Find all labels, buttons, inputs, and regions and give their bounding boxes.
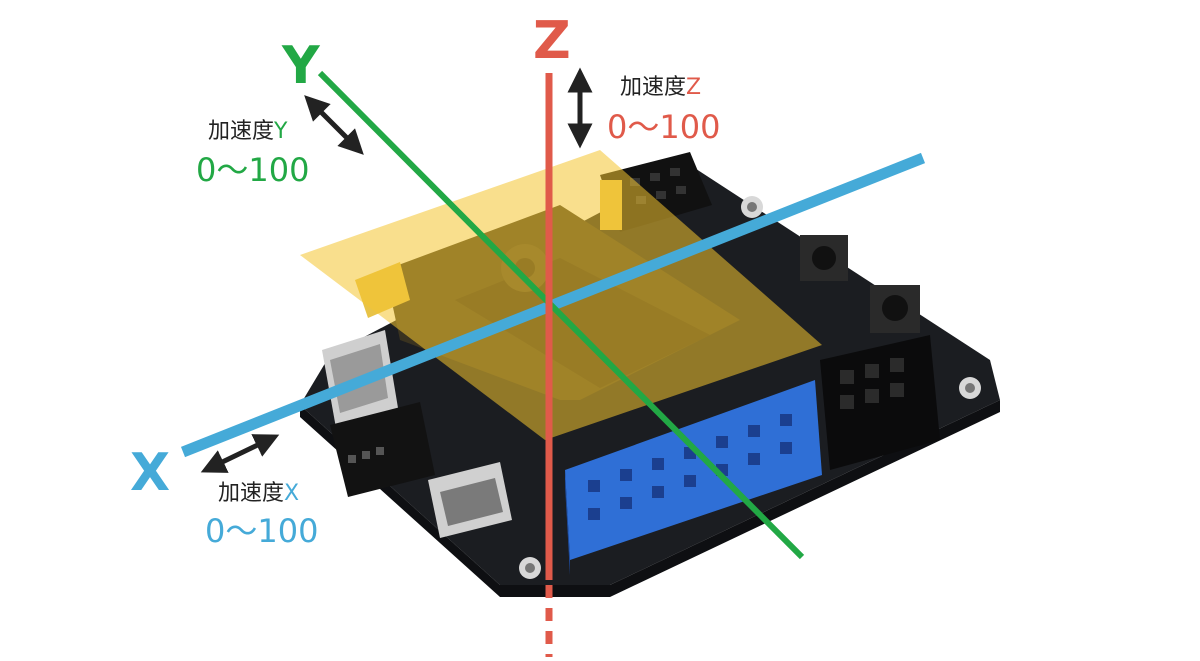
z-accel-label-axis: Z <box>686 75 702 100</box>
x-axis-letter: X <box>130 443 171 503</box>
push-button-icon <box>812 246 836 270</box>
x-double-arrow-icon <box>200 434 280 473</box>
z-axis-letter: Z <box>533 11 571 71</box>
mount-hole-icon <box>525 563 535 573</box>
x-accel-label-axis: X <box>284 481 300 506</box>
mount-hole-icon <box>965 383 975 393</box>
black-header-right <box>820 335 940 470</box>
y-axis-letter: Y <box>282 36 320 96</box>
z-accel-label-prefix: 加速度 <box>620 75 687 100</box>
z-accel-label: 加速度Z <box>620 77 701 99</box>
push-button-icon <box>882 295 908 321</box>
y-accel-label-prefix: 加速度 <box>208 119 275 144</box>
y-range: 0～100 <box>196 151 310 189</box>
mount-hole-icon <box>747 202 757 212</box>
x-accel-label: 加速度X <box>218 483 299 505</box>
xy-plane <box>300 150 822 440</box>
x-accel-label-prefix: 加速度 <box>218 481 285 506</box>
z-range: 0～100 <box>607 108 721 146</box>
y-accel-label-axis: Y <box>274 119 288 144</box>
y-accel-label: 加速度Y <box>208 121 287 143</box>
y-double-arrow-icon <box>304 95 364 155</box>
x-range: 0～100 <box>205 512 319 550</box>
y-axis-line <box>317 70 805 560</box>
